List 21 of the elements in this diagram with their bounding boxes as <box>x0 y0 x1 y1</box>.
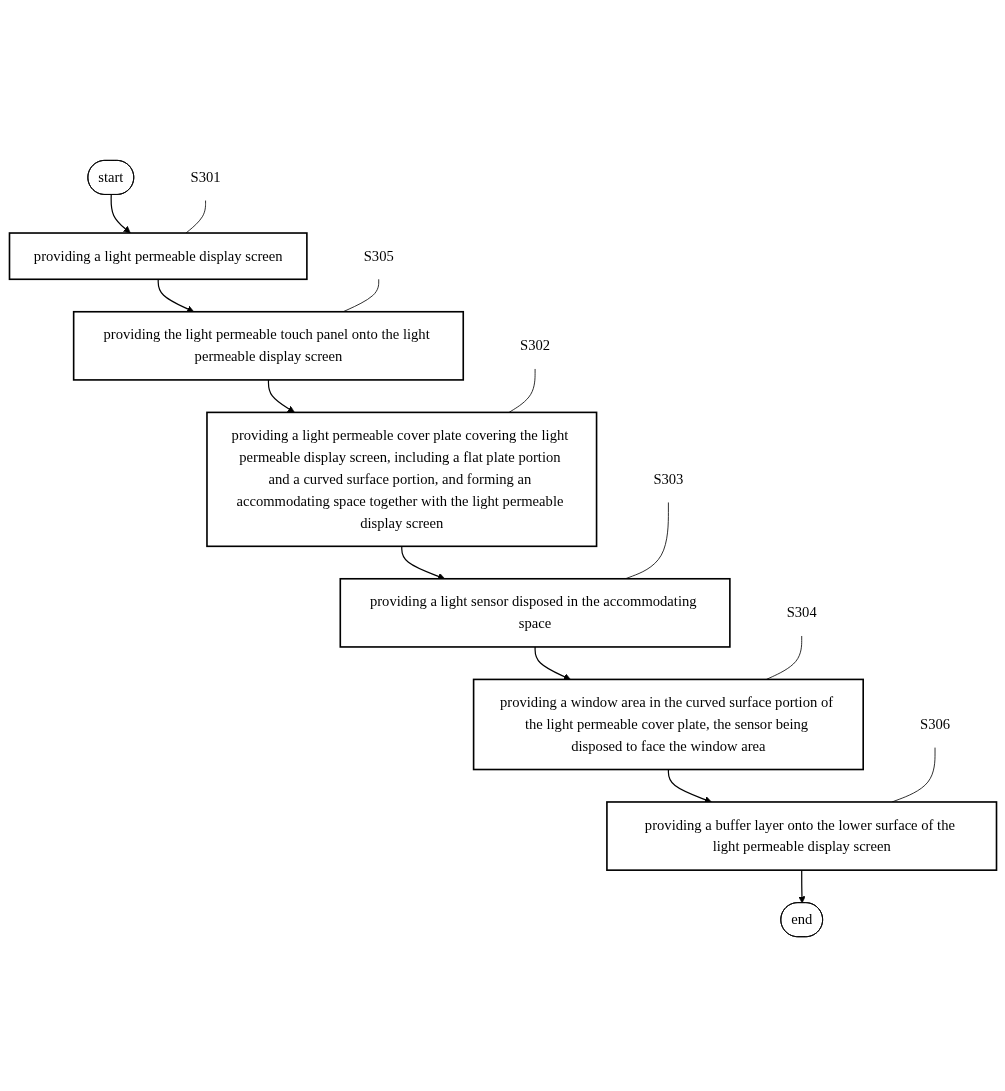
node-box: providing the light permeable touch panel onto the light permeable display screen <box>72 310 464 381</box>
arrow <box>157 278 194 313</box>
node-text: S301 <box>190 168 221 186</box>
node-box: providing a light sensor disposed in the accommodating space <box>339 577 731 648</box>
node-box: providing a window area in the curved surface portion of the light permeable cover plate, the sensor being disposed to face the window area <box>472 678 864 771</box>
node-text: S305 <box>363 247 394 264</box>
node-text: S304 <box>786 604 817 621</box>
node-box: providing a light permeable cover plate covering the light permeable display screen, including a flat plate portion and a curved surface portion, and forming an accommodating space together with the light permeable display screen <box>205 411 597 548</box>
node-text: S303 <box>652 470 683 488</box>
node-text: S306 <box>919 715 950 733</box>
connector <box>765 635 802 680</box>
node-box: providing a buffer layer onto the lower surface of the light permeable display screen <box>605 801 997 871</box>
node-text: S302 <box>519 337 550 354</box>
connector <box>508 368 535 413</box>
node-box: providing a light permeable display screen <box>8 232 308 281</box>
arrow <box>110 194 131 234</box>
arrow <box>267 379 295 413</box>
arrow <box>400 545 445 580</box>
connector <box>185 200 206 234</box>
arrow <box>797 869 806 904</box>
arrow <box>533 646 571 680</box>
